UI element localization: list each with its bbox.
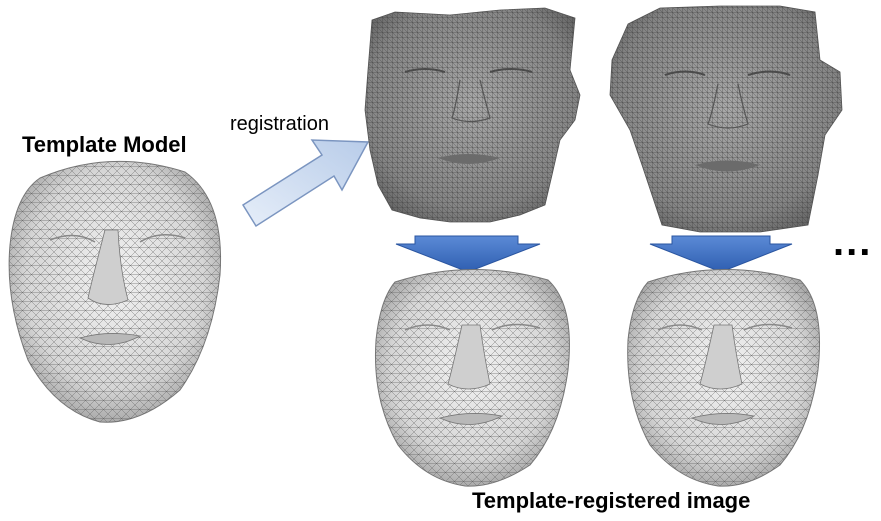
registration-label: registration xyxy=(230,113,329,136)
registered-face-2 xyxy=(628,269,820,486)
down-arrow-2-icon xyxy=(650,236,792,272)
registered-image-caption: Template-registered image xyxy=(472,488,750,514)
scan-face-2 xyxy=(610,6,842,232)
registered-face-1 xyxy=(375,269,569,486)
template-model-title: Template Model xyxy=(22,132,187,158)
down-arrow-1-icon xyxy=(396,236,540,272)
continuation-ellipsis: ... xyxy=(833,222,872,262)
scan-face-1 xyxy=(365,8,580,222)
registration-arrow-icon xyxy=(243,140,368,226)
template-face-mesh xyxy=(9,161,220,422)
